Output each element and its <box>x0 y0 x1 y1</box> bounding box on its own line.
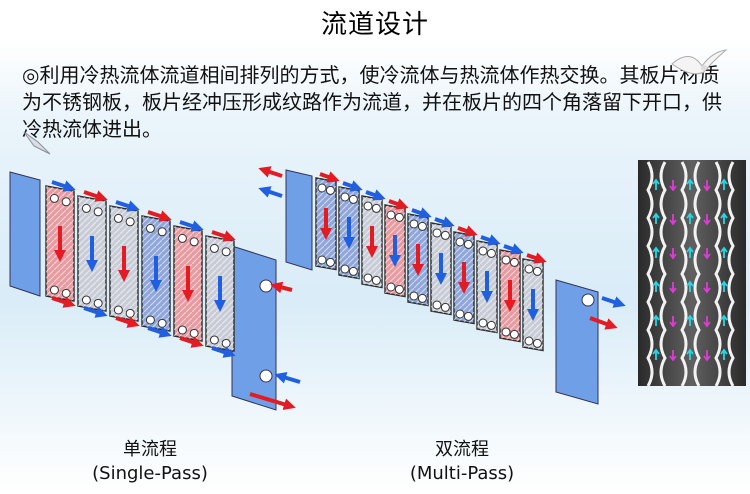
flow-arrow <box>589 316 618 330</box>
photo-flow-arrow <box>669 350 677 362</box>
bird-wing-icon <box>23 131 51 155</box>
photo-flow-arrow <box>703 248 711 260</box>
flow-arrow <box>179 336 204 348</box>
photo-flow-arrow <box>669 180 677 192</box>
photo-flow-arrow <box>652 280 660 292</box>
single-pass-plates <box>45 185 235 352</box>
photo-flow-arrow <box>720 178 728 190</box>
photo-flow-arrow <box>703 214 711 226</box>
photo-flow-arrow <box>652 212 660 224</box>
multi-pass-caption: 双流程 (Multi-Pass) <box>382 438 542 486</box>
flow-arrow <box>147 326 172 338</box>
photo-flow-arrow <box>703 180 711 192</box>
flow-arrow <box>388 198 409 210</box>
flow-arrow <box>83 190 108 202</box>
photo-channel-ridge <box>680 161 688 387</box>
multi-pass-port-top <box>581 293 595 307</box>
multi-pass-end-plate <box>555 279 599 405</box>
photo-channel-ridge <box>659 161 667 387</box>
flow-arrow <box>115 200 140 212</box>
photo-flow-arrow <box>720 280 728 292</box>
single-pass-flow-arrows <box>51 180 301 411</box>
single-pass-end-plate <box>231 245 277 411</box>
flow-arrow <box>270 281 293 294</box>
flow-arrow <box>480 234 501 246</box>
photo-flow-arrow <box>652 246 660 258</box>
multi-pass-front-frame <box>285 169 313 271</box>
flow-arrow <box>115 316 140 328</box>
single-pass-exchanger <box>9 171 277 411</box>
multi-pass-plates <box>315 177 544 352</box>
flow-arrow <box>83 306 108 318</box>
flow-arrow <box>211 346 236 358</box>
multi-pass-exchanger <box>285 169 599 405</box>
photo-channel-ridge <box>727 161 735 387</box>
flow-arrow <box>258 186 283 198</box>
photo-flow-arrow <box>686 314 694 326</box>
single-pass-front-frame <box>9 171 41 297</box>
photo-flow-arrow <box>686 280 694 292</box>
photo-flow-arrow <box>686 212 694 224</box>
photo-flow-arrow <box>720 246 728 258</box>
flow-arrow <box>249 392 296 411</box>
flow-arrow <box>211 230 236 242</box>
single-pass-port-top <box>259 279 273 293</box>
photo-flow-arrow <box>669 316 677 328</box>
photo-channel-ridge <box>714 161 722 387</box>
single-pass-port-bottom <box>259 369 273 383</box>
flow-arrow <box>601 296 626 308</box>
flow-arrow <box>503 243 524 255</box>
flow-arrow <box>179 220 204 232</box>
flow-arrow <box>365 189 386 201</box>
flow-arrow <box>274 371 301 384</box>
flow-arrow <box>147 210 172 222</box>
photo-flow-arrow <box>686 178 694 190</box>
single-pass-label-cn: 单流程 <box>123 439 177 460</box>
slide-title: 流道设计 <box>320 10 429 40</box>
flow-arrow <box>258 166 283 178</box>
multi-pass-flow-arrows <box>258 166 626 330</box>
photo-flow-arrow <box>669 214 677 226</box>
photo-flow-arrow <box>703 350 711 362</box>
single-pass-label-en: (Single-Pass) <box>92 463 208 484</box>
single-pass-caption: 单流程 (Single-Pass) <box>70 438 230 486</box>
photo-flow-arrow <box>686 348 694 360</box>
photo-flow-arrow <box>720 348 728 360</box>
photo-flow-arrow <box>652 348 660 360</box>
photo-flow-arrow <box>720 212 728 224</box>
photo-channel-ridge <box>693 161 701 387</box>
photo-flow-arrow <box>703 282 711 294</box>
photo-flow-arrow <box>703 316 711 328</box>
photo-flow-arrow <box>686 246 694 258</box>
photo-channel-ridge <box>646 161 654 387</box>
photo-flow-arrow <box>669 282 677 294</box>
flow-arrow <box>51 180 76 192</box>
photo-flow-arrow <box>652 314 660 326</box>
flow-arrow <box>51 296 76 308</box>
photo-flow-arrow <box>652 178 660 190</box>
description-text: ◎利用冷热流体流道相间排列的方式，使冷流体与热流体作热交换。其板片材质为不锈钢板… <box>22 63 722 141</box>
multi-pass-label-en: (Multi-Pass) <box>409 463 515 484</box>
flow-arrow <box>457 225 478 237</box>
flow-arrow <box>411 207 432 219</box>
flow-arrow <box>342 180 363 192</box>
multi-pass-label-cn: 双流程 <box>435 439 489 460</box>
seagull-icon <box>671 49 728 75</box>
photo-flow-arrow <box>669 248 677 260</box>
flow-arrow <box>526 252 547 264</box>
channel-closeup-photo <box>638 160 746 387</box>
flow-arrow <box>434 216 455 228</box>
photo-flow-arrow <box>720 314 728 326</box>
flow-arrow <box>319 171 340 183</box>
